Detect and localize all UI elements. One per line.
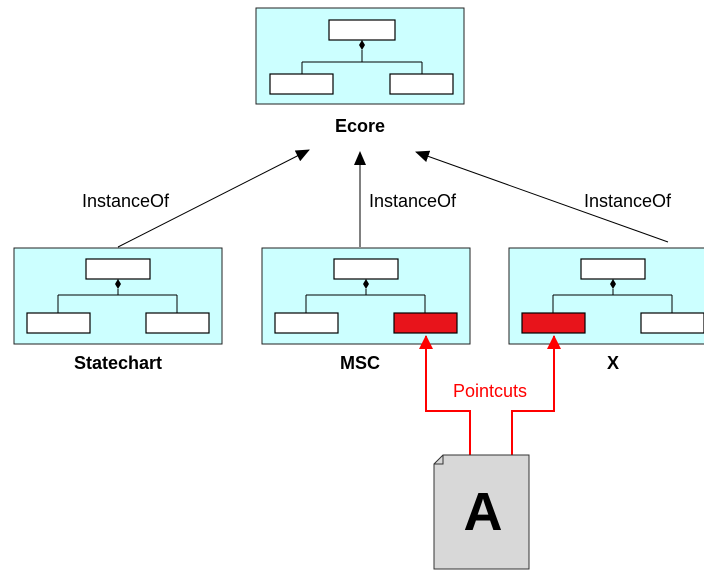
aspect-letter: A	[464, 482, 503, 542]
ecore-package	[255, 7, 465, 105]
class-box	[640, 312, 704, 334]
x-label: X	[607, 353, 619, 373]
highlighted-class-box	[393, 312, 458, 334]
instanceof-label-msc: InstanceOf	[369, 191, 457, 211]
pointcut-arrow-x	[511, 335, 561, 455]
instanceof-arrow-x	[415, 150, 669, 243]
statechart-package	[13, 247, 223, 345]
class-box	[389, 73, 454, 95]
class-box	[274, 312, 339, 334]
document-icon	[433, 454, 530, 570]
instanceof-label-statechart: InstanceOf	[82, 191, 170, 211]
diamond-icon	[359, 40, 365, 50]
diamond-icon	[115, 279, 121, 289]
class-box	[328, 19, 396, 41]
diamond-icon	[363, 279, 369, 289]
class-box	[85, 258, 151, 280]
ecore-label: Ecore	[335, 116, 385, 136]
class-box	[580, 258, 646, 280]
instanceof-label-x: InstanceOf	[584, 191, 672, 211]
class-box	[333, 258, 399, 280]
highlighted-class-box	[521, 312, 586, 334]
pointcut-arrow-msc	[419, 335, 471, 455]
instanceof-arrow-statechart	[117, 149, 310, 248]
diamond-icon	[610, 279, 616, 289]
msc-package	[261, 247, 471, 345]
class-box	[26, 312, 91, 334]
msc-label: MSC	[340, 353, 380, 373]
x-package	[508, 247, 704, 345]
class-box	[145, 312, 210, 334]
pointcuts-label: Pointcuts	[453, 381, 527, 401]
class-box	[269, 73, 334, 95]
statechart-label: Statechart	[74, 353, 162, 373]
